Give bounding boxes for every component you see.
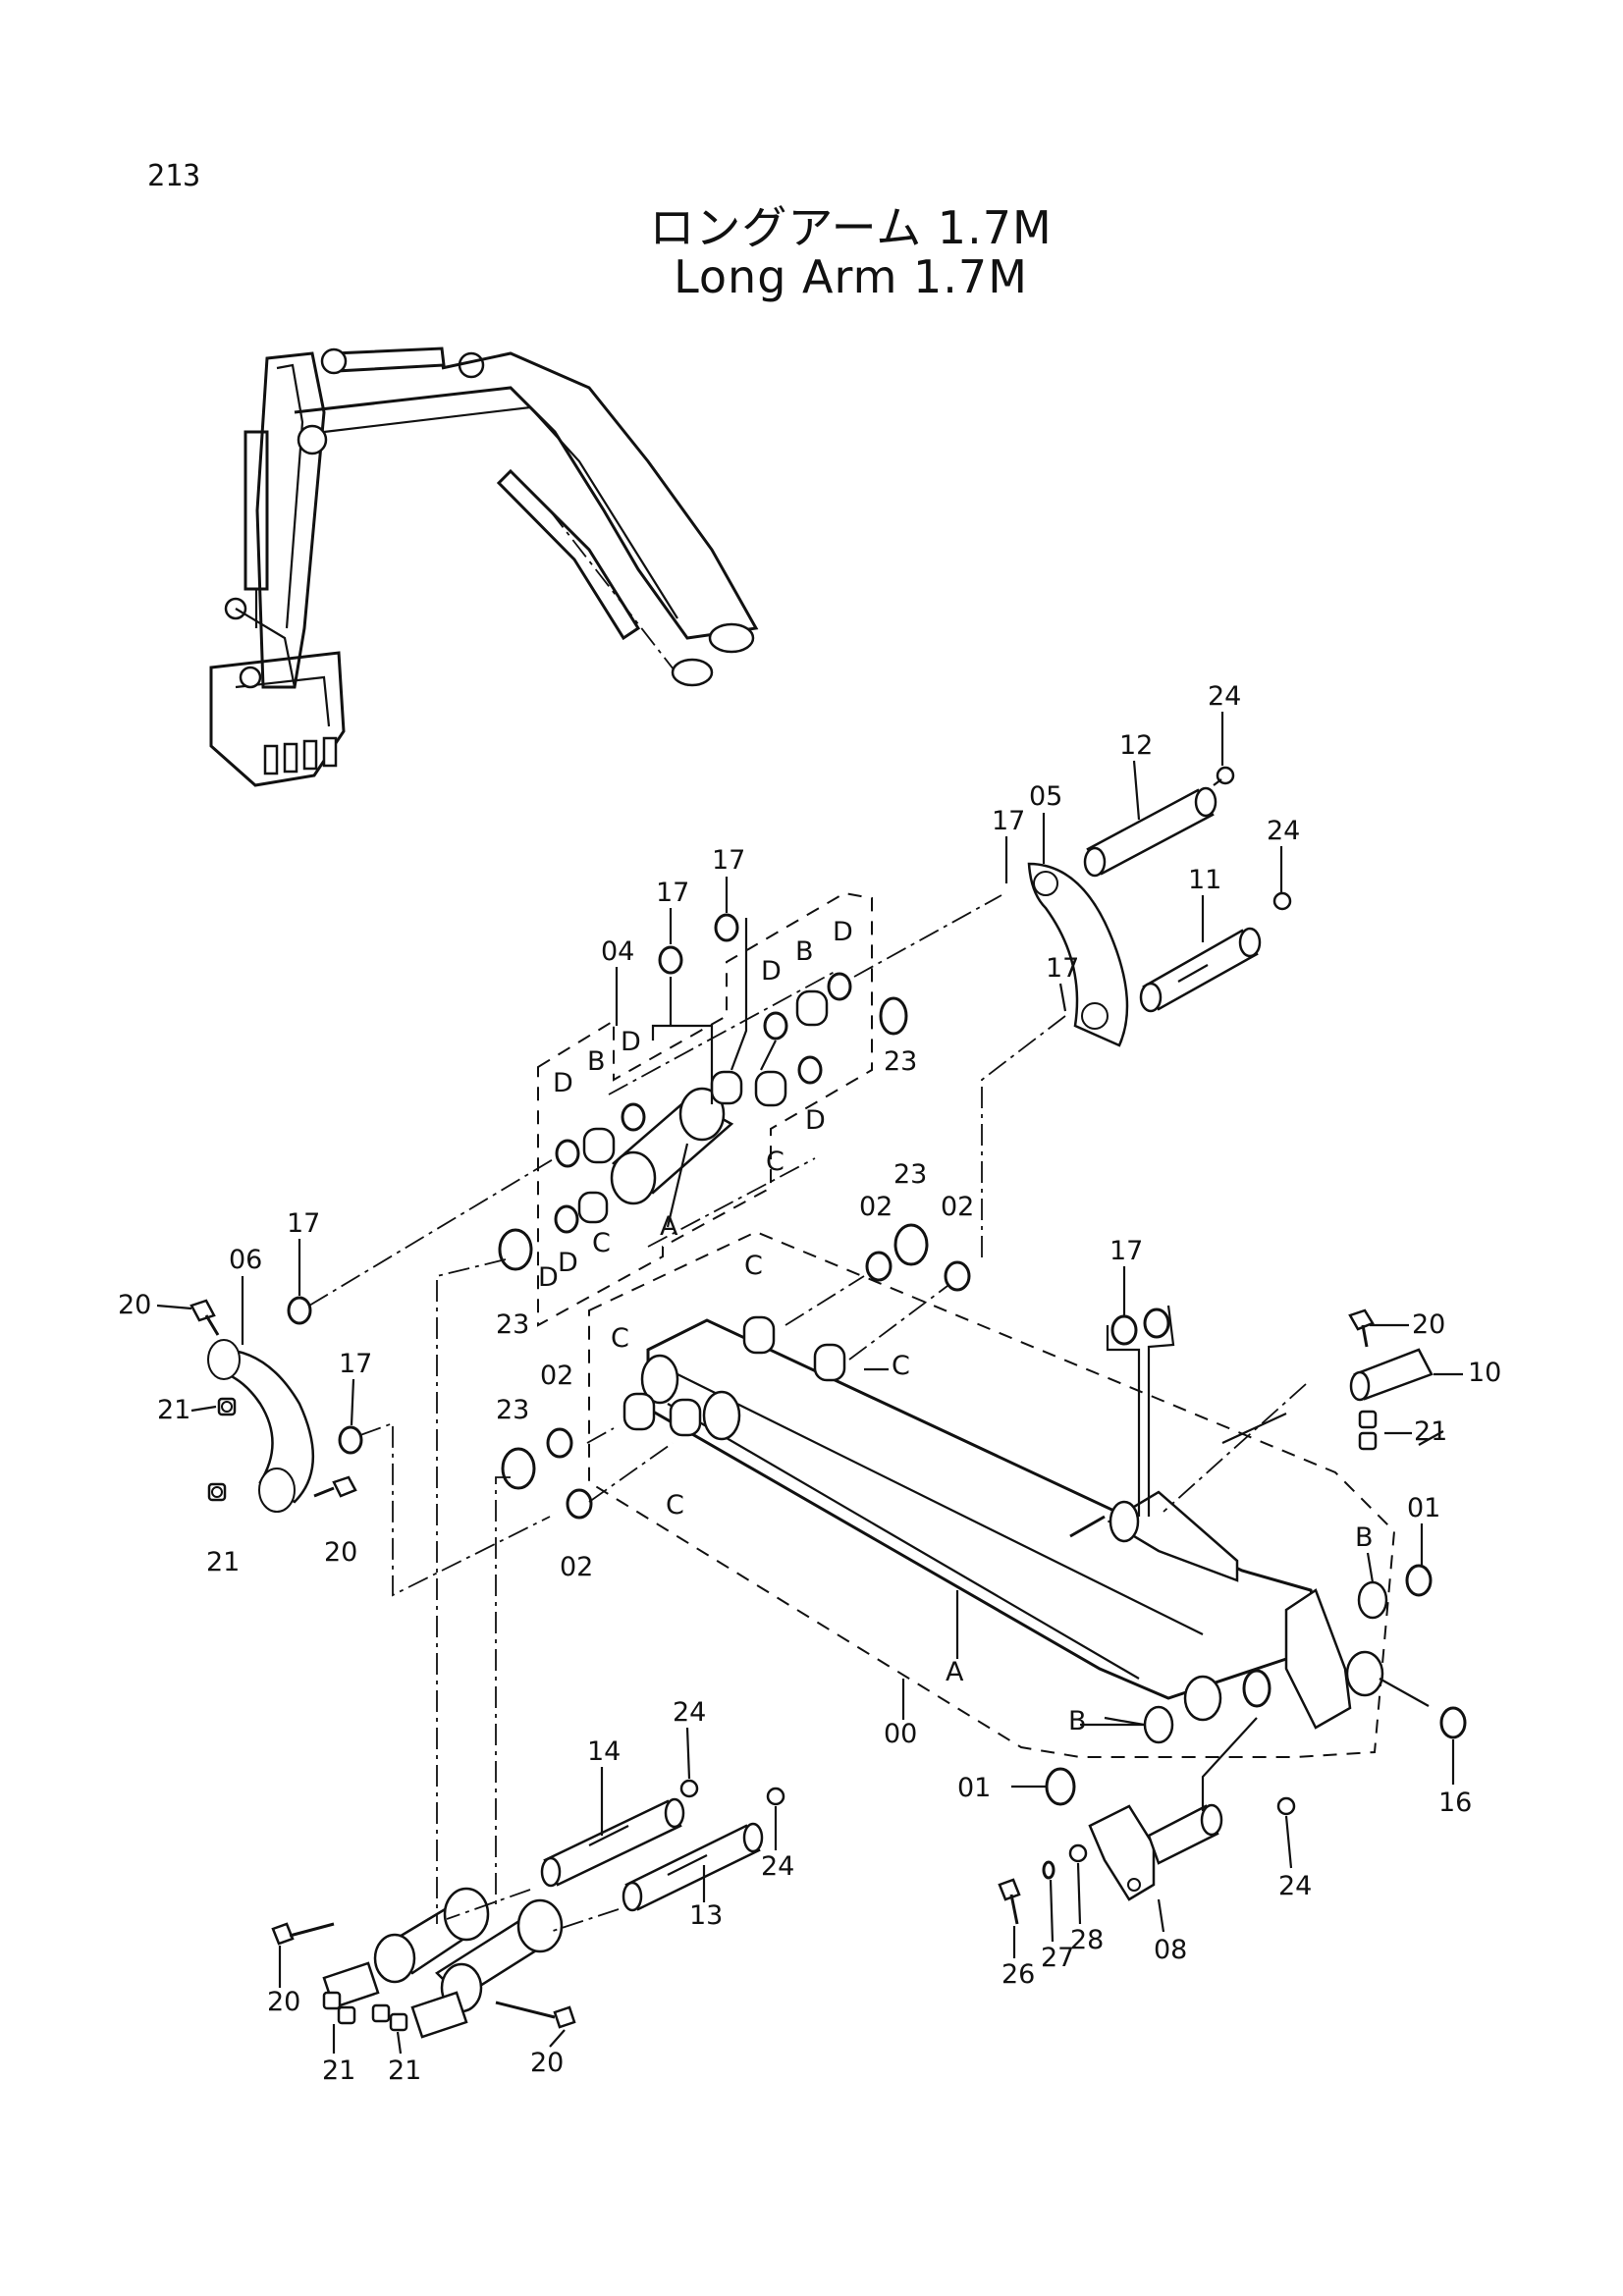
callout-labels: 24 12 24 17 05 11 17 17 17 04 B D D B D … <box>118 681 1501 2086</box>
callout-10: 10 <box>1468 1358 1501 1388</box>
pin-11 <box>1139 891 1292 1013</box>
pin-12 <box>1083 766 1235 878</box>
connection-lines <box>308 894 1307 1933</box>
callout-D: D <box>621 1027 641 1057</box>
callout-05: 05 <box>1029 781 1062 812</box>
callout-B: B <box>795 936 814 967</box>
callout-C: C <box>744 1251 763 1281</box>
callout-17: 17 <box>1109 1236 1143 1266</box>
callout-17: 17 <box>712 845 745 876</box>
bracket-08 <box>998 1717 1296 1925</box>
title-english: Long Arm 1.7M <box>674 250 1028 303</box>
callout-23: 23 <box>496 1395 529 1425</box>
callout-04: 04 <box>601 936 634 967</box>
callout-C: C <box>611 1323 629 1354</box>
callout-B: B <box>1068 1706 1087 1736</box>
callout-21: 21 <box>206 1547 240 1577</box>
callout-14: 14 <box>587 1736 621 1767</box>
callout-A: A <box>946 1657 964 1687</box>
page-number: 213 <box>147 159 201 193</box>
callout-02: 02 <box>941 1192 974 1222</box>
callout-12: 12 <box>1119 730 1153 761</box>
callout-C: C <box>592 1228 611 1258</box>
callout-01: 01 <box>1407 1493 1440 1523</box>
callout-17: 17 <box>1046 953 1079 984</box>
callout-A: A <box>660 1211 678 1242</box>
callout-28: 28 <box>1070 1925 1104 1955</box>
title-japanese: ロングアーム 1.7M <box>649 201 1053 254</box>
callout-B: B <box>1355 1522 1374 1553</box>
callout-16: 16 <box>1438 1788 1472 1818</box>
callout-17: 17 <box>992 806 1025 836</box>
callout-02: 02 <box>560 1552 593 1582</box>
callout-21: 21 <box>322 2056 355 2086</box>
callout-24: 24 <box>1278 1871 1312 1901</box>
callout-13: 13 <box>689 1900 723 1931</box>
callout-27: 27 <box>1041 1943 1074 1973</box>
callout-11: 11 <box>1188 865 1221 895</box>
plate-06 <box>189 1296 363 1513</box>
callout-17: 17 <box>656 878 689 908</box>
callout-21: 21 <box>1414 1416 1447 1447</box>
callout-D: D <box>761 956 782 987</box>
callout-C: C <box>766 1147 784 1177</box>
callout-20: 20 <box>267 1987 300 2017</box>
callout-C: C <box>892 1351 910 1381</box>
callout-23: 23 <box>884 1046 917 1077</box>
callout-06: 06 <box>229 1245 262 1275</box>
callout-24: 24 <box>1208 681 1241 712</box>
callout-B: B <box>587 1046 606 1077</box>
callout-17: 17 <box>339 1349 372 1379</box>
callout-24: 24 <box>761 1851 794 1882</box>
callout-24: 24 <box>673 1697 706 1728</box>
callout-D: D <box>553 1068 573 1098</box>
callout-08: 08 <box>1154 1935 1187 1965</box>
callout-C: C <box>666 1490 684 1521</box>
callout-20: 20 <box>118 1290 151 1320</box>
callout-D: D <box>833 917 853 947</box>
callout-24: 24 <box>1267 816 1300 846</box>
pin-14 <box>540 1779 699 1888</box>
arm-overview-illustration <box>209 347 759 787</box>
callout-17: 17 <box>287 1208 320 1239</box>
pin-13 <box>622 1787 785 1912</box>
callout-23: 23 <box>893 1159 927 1190</box>
callout-D: D <box>558 1248 578 1278</box>
callout-leaders <box>156 712 1463 2055</box>
callout-02: 02 <box>859 1192 893 1222</box>
callout-26: 26 <box>1001 1959 1035 1990</box>
callout-23: 23 <box>496 1309 529 1340</box>
callout-01: 01 <box>957 1773 991 1803</box>
callout-20: 20 <box>1412 1309 1445 1340</box>
callout-D: D <box>538 1262 559 1293</box>
callout-02: 02 <box>540 1361 573 1391</box>
callout-20: 20 <box>324 1537 357 1568</box>
plate-05 <box>1027 862 1129 1047</box>
link-assembly <box>271 1887 576 2039</box>
bushing-group-04 <box>537 891 908 1327</box>
callout-21: 21 <box>388 2056 421 2086</box>
callout-00: 00 <box>884 1719 917 1749</box>
arm-body-00 <box>498 1223 1467 1806</box>
callout-20: 20 <box>530 2048 564 2078</box>
callout-21: 21 <box>157 1395 190 1425</box>
callout-D: D <box>805 1105 826 1136</box>
